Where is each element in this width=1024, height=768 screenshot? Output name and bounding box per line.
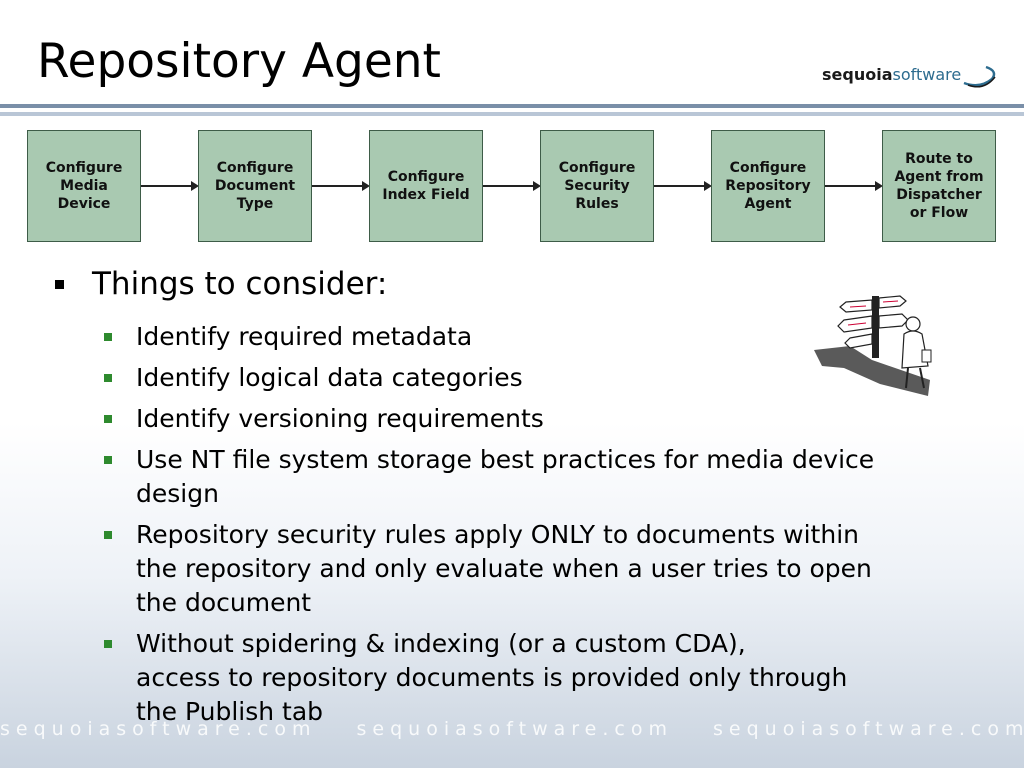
list-item-text: Identify logical data categories — [136, 363, 523, 392]
flow-arrow — [312, 181, 370, 191]
flow-step-label: Configure Media Device — [45, 160, 123, 212]
watermark-text: sequoiasoftware.com — [356, 718, 673, 740]
flow-step-configure-media-device: Configure Media Device — [27, 130, 141, 242]
flow-step-configure-repository-agent: Configure Repository Agent — [711, 130, 825, 242]
flow-arrow — [483, 181, 541, 191]
flow-arrow — [141, 181, 199, 191]
flow-step-route-to-agent: Route to Agent from Dispatcher or Flow — [882, 130, 996, 242]
green-square-bullet-icon — [104, 456, 112, 464]
list-item: Identify required metadata — [104, 320, 994, 354]
flow-step-configure-security-rules: Configure Security Rules — [540, 130, 654, 242]
list-item-text: Use NT file system storage best practice… — [136, 445, 875, 508]
slide-title: Repository Agent — [37, 34, 441, 89]
logo-swoosh-icon — [963, 65, 996, 88]
list-item: Use NT file system storage best practice… — [104, 443, 994, 511]
flow-step-configure-index-field: Configure Index Field — [369, 130, 483, 242]
flow-step-label: Configure Index Field — [382, 169, 470, 203]
logo-text-light: software — [892, 65, 962, 84]
list-item: Repository security rules apply ONLY to … — [104, 518, 994, 620]
green-square-bullet-icon — [104, 640, 112, 648]
process-flow: Configure Media Device Configure Documen… — [0, 0, 1024, 260]
green-square-bullet-icon — [104, 531, 112, 539]
watermark-text: sequoiasoftware.com — [713, 718, 1024, 740]
list-item: Identify versioning requirements — [104, 402, 994, 436]
main-bullet: Things to consider: — [55, 264, 387, 304]
list-item: Identify logical data categories — [104, 361, 994, 395]
watermark-band: sequoiasoftware.com sequoiasoftware.com … — [0, 718, 1024, 744]
list-item-text: Identify versioning requirements — [136, 404, 544, 433]
main-bullet-text: Things to consider: — [92, 266, 388, 302]
green-square-bullet-icon — [104, 333, 112, 341]
flow-step-configure-document-type: Configure Document Type — [198, 130, 312, 242]
header-rule — [0, 104, 1024, 108]
signpost-person-clipart-icon — [814, 295, 932, 396]
green-square-bullet-icon — [104, 415, 112, 423]
flow-step-label: Configure Repository Agent — [725, 160, 811, 212]
list-item-text: Repository security rules apply ONLY to … — [136, 520, 872, 617]
header-rule-secondary — [0, 112, 1024, 116]
flow-arrow — [825, 181, 883, 191]
sequoia-software-logo: sequoiasoftware — [822, 63, 1002, 91]
list-item: Without spidering & indexing (or a custo… — [104, 627, 994, 729]
considerations-list: Identify required metadata Identify logi… — [104, 320, 994, 736]
flow-step-label: Route to Agent from Dispatcher or Flow — [894, 151, 984, 221]
flow-step-label: Configure Security Rules — [558, 160, 636, 212]
flow-step-label: Configure Document Type — [214, 160, 296, 212]
flow-arrow — [654, 181, 712, 191]
watermark-text: sequoiasoftware.com — [0, 718, 317, 740]
list-item-text: Without spidering & indexing (or a custo… — [136, 629, 848, 726]
green-square-bullet-icon — [104, 374, 112, 382]
square-bullet-icon — [55, 280, 64, 289]
logo-text-bold: sequoia — [822, 65, 893, 84]
list-item-text: Identify required metadata — [136, 322, 473, 351]
